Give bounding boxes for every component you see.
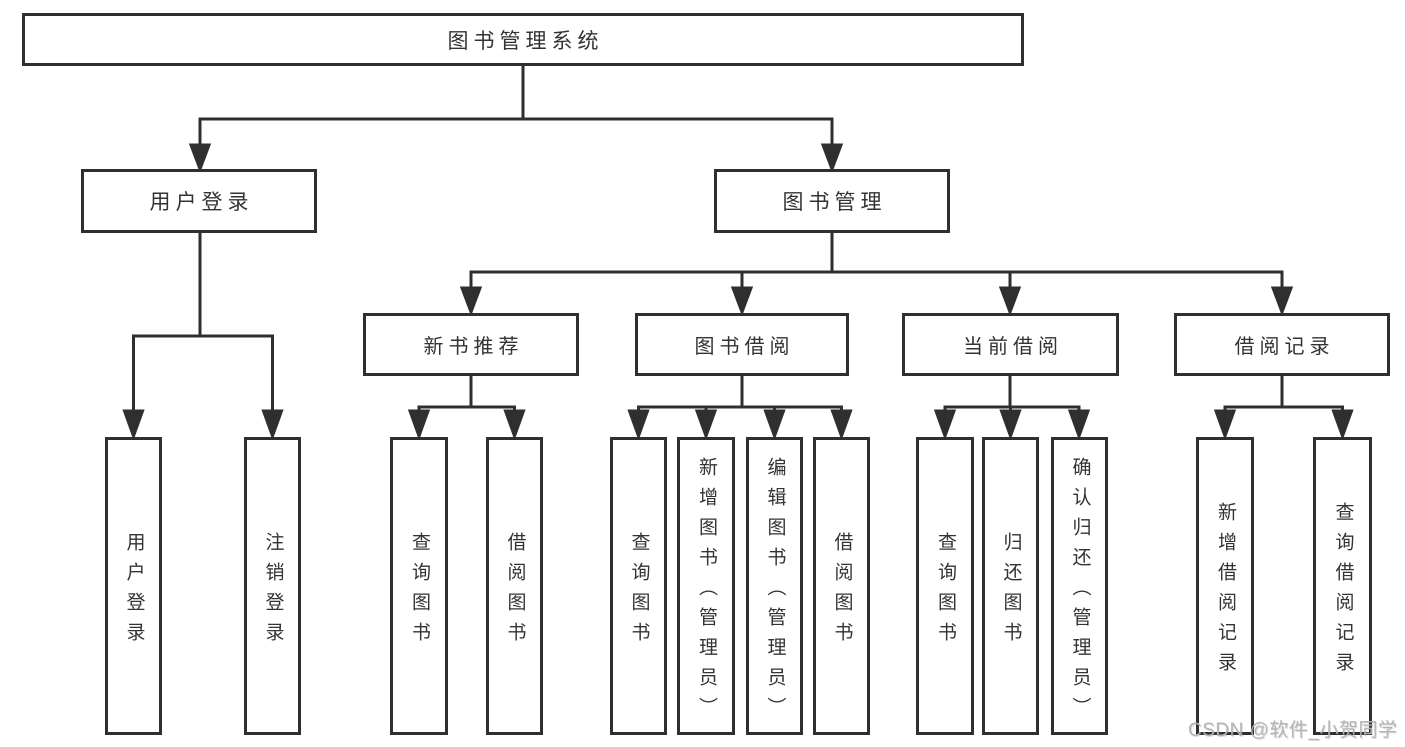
leaf-nbr-query-book: 查询图书 [390, 437, 448, 735]
leaf-label: 查询图书 [628, 531, 650, 652]
leaf-cb-confirm-return-admin: 确认归还（管理员） [1051, 437, 1108, 735]
leaf-logout: 注销登录 [244, 437, 301, 735]
leaf-nbr-borrow-book: 借阅图书 [486, 437, 543, 735]
leaf-label: 确认归还（管理员） [1069, 456, 1091, 727]
csdn-watermark: CSDN @软件_小贺同学 [1188, 720, 1398, 741]
leaf-label: 借阅图书 [831, 531, 853, 652]
leaf-label: 查询图书 [934, 531, 956, 652]
node-user-login-branch: 用户登录 [81, 169, 317, 233]
leaf-cb-query-book: 查询图书 [916, 437, 974, 735]
node-book-borrowing: 图书借阅 [635, 313, 849, 376]
node-new-book-recommend: 新书推荐 [363, 313, 579, 376]
leaf-br-query-record: 查询借阅记录 [1313, 437, 1372, 735]
leaf-bb-add-book-admin: 新增图书（管理员） [677, 437, 735, 735]
leaf-label: 编辑图书（管理员） [764, 456, 786, 727]
node-borrowing-records: 借阅记录 [1174, 313, 1390, 376]
leaf-bb-query-book: 查询图书 [610, 437, 667, 735]
node-book-management-branch: 图书管理 [714, 169, 950, 233]
leaf-label: 归还图书 [1000, 531, 1022, 652]
leaf-label: 注销登录 [262, 531, 284, 652]
leaf-label: 新增图书（管理员） [695, 456, 717, 727]
leaf-bb-edit-book-admin: 编辑图书（管理员） [746, 437, 803, 735]
node-library-management-system: 图书管理系统 [22, 13, 1024, 66]
leaf-label: 借阅图书 [504, 531, 526, 652]
leaf-label: 查询借阅记录 [1332, 501, 1354, 682]
node-current-borrowing: 当前借阅 [902, 313, 1119, 376]
leaf-label: 新增借阅记录 [1214, 501, 1236, 682]
leaf-bb-borrow-book: 借阅图书 [813, 437, 870, 735]
leaf-label: 查询图书 [408, 531, 430, 652]
leaf-br-add-record: 新增借阅记录 [1196, 437, 1254, 735]
leaf-label: 用户登录 [123, 531, 145, 652]
leaf-user-login: 用户登录 [105, 437, 162, 735]
leaf-cb-return-book: 归还图书 [982, 437, 1039, 735]
